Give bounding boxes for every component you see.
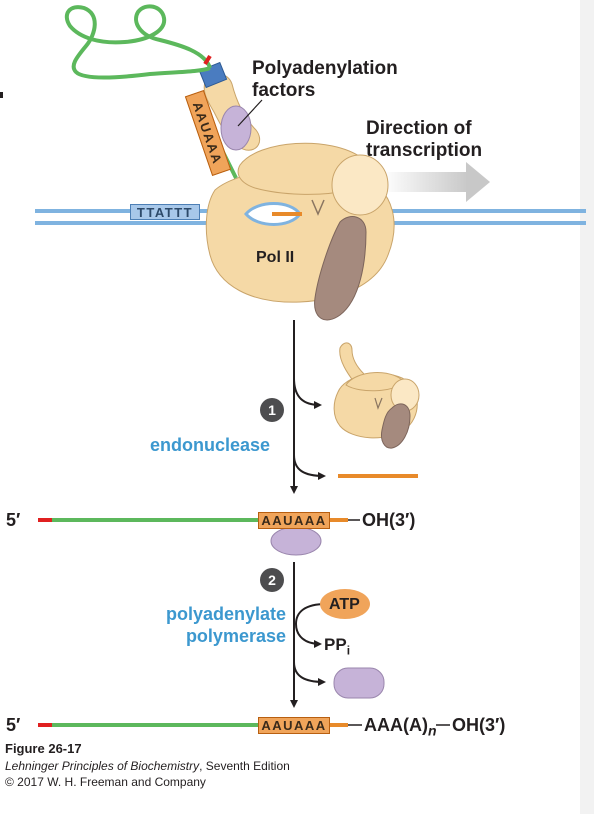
released-pol-ii <box>333 342 420 449</box>
polyadenylation-factors-label: Polyadenylation factors <box>252 58 398 102</box>
pp-subscript: i <box>346 643 351 658</box>
five-prime-label-final: 5′ <box>6 715 21 735</box>
figure-number: Figure 26-17 <box>5 741 82 756</box>
direction-label: Direction of transcription <box>366 118 482 162</box>
factors-leader-line <box>237 99 263 127</box>
step2-badge: 2 <box>260 568 284 592</box>
pp-text: PP <box>324 635 347 654</box>
ppi-label: PPi <box>324 634 350 661</box>
edge-tick <box>0 92 3 98</box>
label-line: Polyadenylation <box>252 58 398 79</box>
ttattt-box: TTATTT <box>130 204 200 220</box>
step1-badge: 1 <box>260 398 284 422</box>
page-margin <box>580 0 594 814</box>
endonuclease-label: endonuclease <box>150 435 271 455</box>
aauaaa-box-final: AAUAAA <box>258 717 330 734</box>
atp-label: ATP <box>329 596 360 613</box>
atp-molecule <box>320 589 370 619</box>
label-line: polyadenylate <box>165 604 286 624</box>
figure-source: Lehninger Principles of Biochemistry, Se… <box>5 759 290 774</box>
poly-a-n: n <box>427 722 437 739</box>
cleaved-mrna <box>38 518 360 556</box>
aauaaa-box-cleaved: AAUAAA <box>258 512 330 529</box>
step1-arrows <box>290 320 326 494</box>
book-title: Lehninger Principles of Biochemistry <box>5 759 200 773</box>
released-factor <box>333 667 385 699</box>
polyadenylate-polymerase-label: polyadenylate polymerase <box>150 603 286 647</box>
five-prime-label: 5′ <box>6 510 21 530</box>
oh3-label-final: OH(3′) <box>452 715 506 735</box>
label-line: transcription <box>366 140 483 161</box>
poly-a-prefix: AAA(A) <box>364 715 428 735</box>
oh3-label: OH(3′) <box>362 510 416 530</box>
step2-arrows <box>290 562 327 708</box>
pol-ii-label: Pol II <box>256 249 295 266</box>
copyright-line: © 2017 W. H. Freeman and Company <box>5 775 206 789</box>
direction-arrow <box>382 162 490 202</box>
pol-ii-complex <box>205 142 395 321</box>
poly-a-label: AAA(A)n <box>364 714 437 742</box>
label-line: polymerase <box>185 626 286 646</box>
book-edition: , Seventh Edition <box>199 759 290 773</box>
label-line: factors <box>252 80 316 101</box>
label-line: Direction of <box>366 118 472 139</box>
